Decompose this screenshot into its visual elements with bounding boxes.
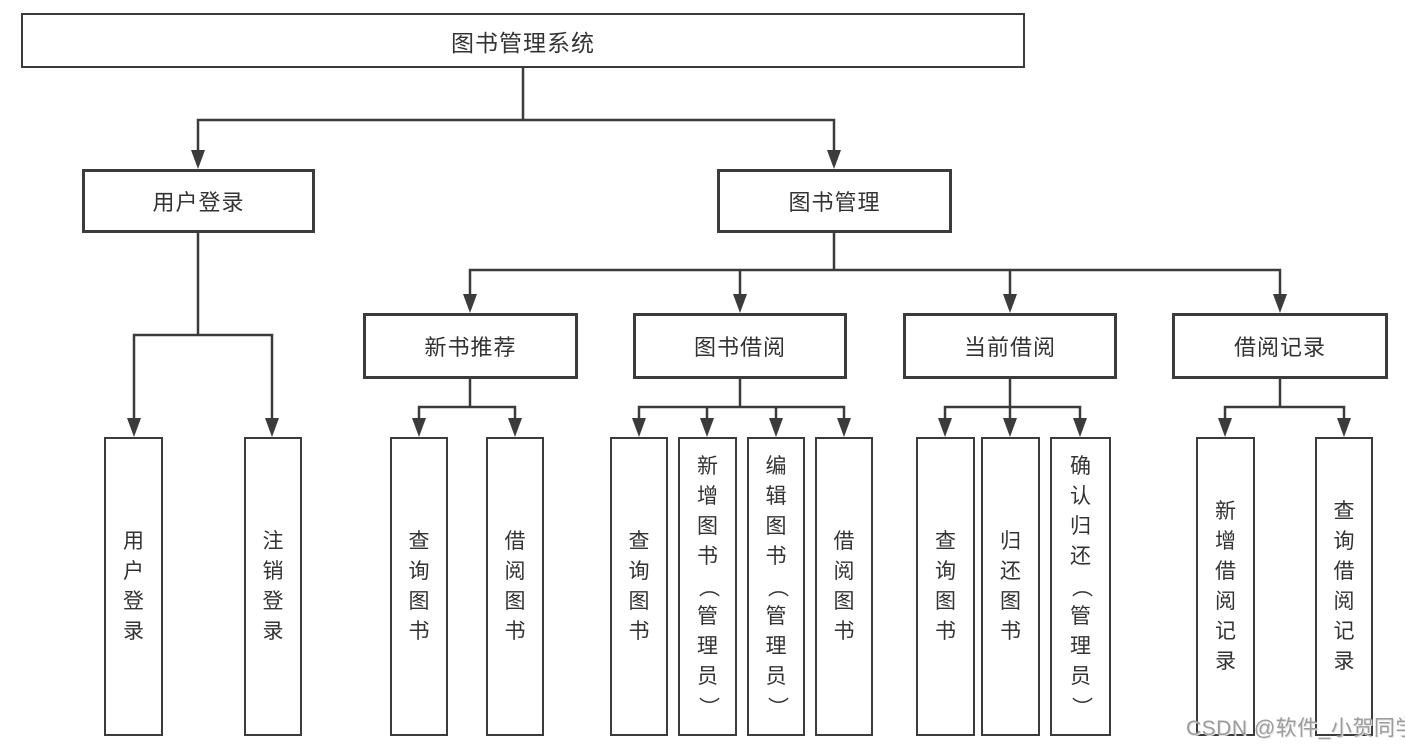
node-book-borrowing: 图书借阅 — [633, 313, 847, 379]
leaf-borrow-books-recommend: 借阅图书 — [486, 437, 544, 736]
leaf-user-login: 用户登录 — [104, 437, 163, 736]
leaf-query-borrow-record: 查询借阅记录 — [1315, 437, 1373, 736]
csdn-watermark: CSDN @软件_小贺同学 — [1186, 717, 1405, 740]
node-user-login: 用户登录 — [82, 169, 315, 233]
leaf-logout: 注销登录 — [244, 437, 302, 736]
node-library-management-system: 图书管理系统 — [21, 13, 1025, 68]
leaf-query-books-recommend: 查询图书 — [390, 437, 448, 736]
node-book-management: 图书管理 — [717, 169, 952, 233]
node-current-borrowing: 当前借阅 — [903, 313, 1117, 379]
leaf-add-books-admin: 新增图书（管理员） — [678, 437, 737, 736]
leaf-borrow-books: 借阅图书 — [815, 437, 873, 736]
leaf-add-borrow-record: 新增借阅记录 — [1196, 437, 1255, 736]
leaf-confirm-return-admin: 确认归还（管理员） — [1050, 437, 1111, 736]
leaf-return-books: 归还图书 — [981, 437, 1040, 736]
node-new-book-recommend: 新书推荐 — [363, 313, 578, 379]
leaf-edit-books-admin: 编辑图书（管理员） — [747, 437, 805, 736]
leaf-query-books-current: 查询图书 — [916, 437, 975, 736]
node-borrowing-records: 借阅记录 — [1172, 313, 1388, 379]
leaf-query-books-borrowing: 查询图书 — [610, 437, 668, 736]
